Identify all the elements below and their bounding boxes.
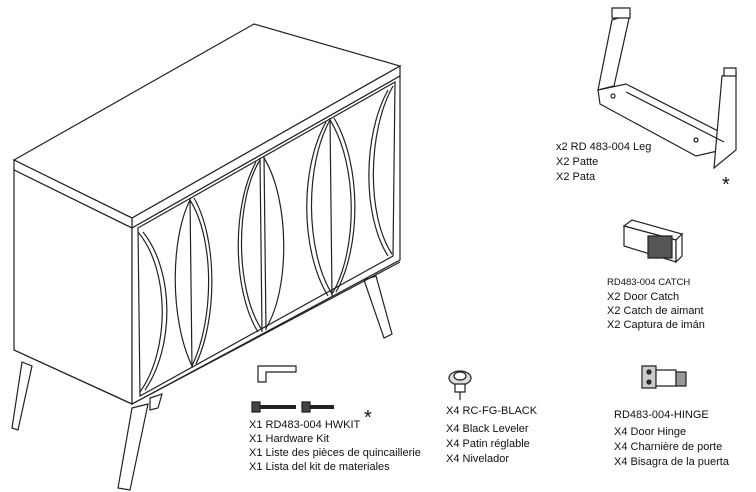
- hardware-kit-line: X1 Hardware Kit: [249, 433, 330, 445]
- leveler-label-line: X4 Nivelador: [446, 453, 509, 465]
- hinge-label-line: X4 Door Hinge: [614, 426, 687, 438]
- leg-label-line: X2 Patte: [556, 156, 599, 168]
- hardware-kit-line: X1 Lista del kit de materiales: [249, 461, 390, 473]
- catch-label-line: X2 Catch de aimant: [607, 305, 704, 317]
- leveler-label-line: X4 Patin réglable: [446, 438, 530, 450]
- hinge-code: RD483-004-HINGE: [614, 409, 709, 421]
- leg-label-line: x2 RD 483-004 Leg: [556, 141, 652, 153]
- hinge-label-line: X4 Charnière de porte: [614, 441, 723, 453]
- catch-code: RD483-004 CATCH: [607, 277, 691, 288]
- leg-marker: *: [722, 174, 730, 196]
- hardware-kit-line: X1 RD483-004 HWKIT: [249, 419, 361, 431]
- catch-label-line: X2 Door Catch: [607, 291, 680, 303]
- leveler-label-line: X4 Black Leveler: [446, 423, 529, 435]
- leveler-code: X4 RC-FG-BLACK: [446, 405, 538, 417]
- hinge-label-line: X4 Bisagra de la puerta: [614, 456, 729, 468]
- catch-label-line: X2 Captura de imán: [607, 319, 705, 331]
- hardware-kit-marker: *: [364, 407, 372, 429]
- hardware-kit-line: X1 Liste des pièces de quincaillerie: [249, 447, 421, 459]
- leg-label-line: X2 Pata: [556, 171, 596, 183]
